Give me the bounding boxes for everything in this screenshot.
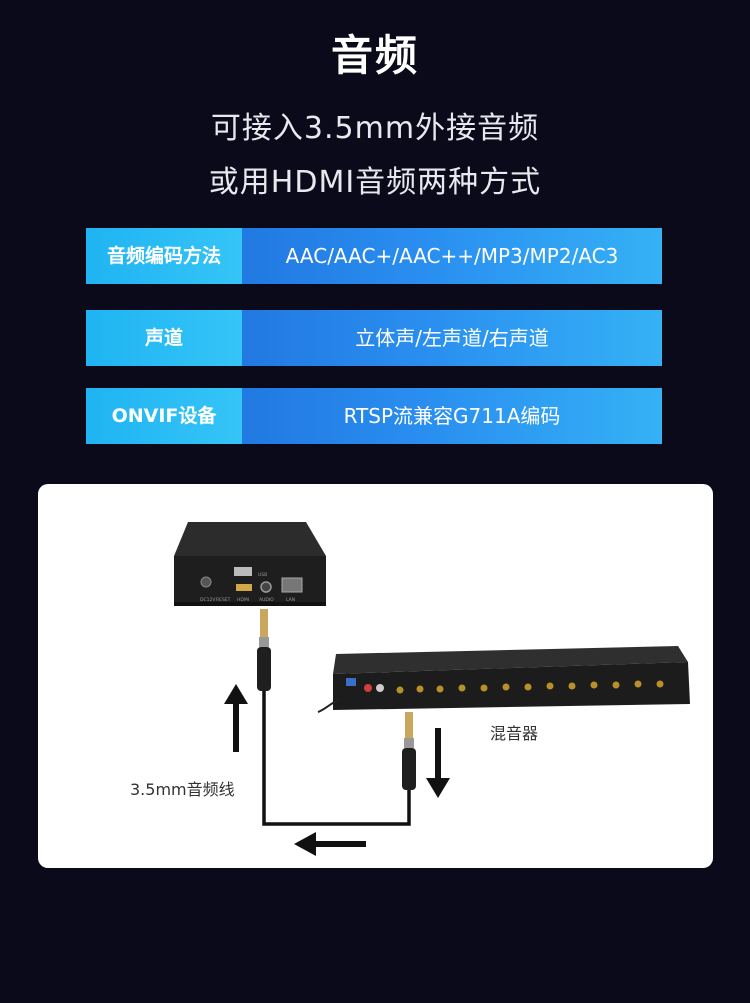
page-title: 音频	[330, 31, 419, 80]
audio-plug-bottom	[402, 712, 416, 790]
spec-value: 立体声/左声道/右声道	[355, 326, 549, 350]
port-label: HDMI	[237, 597, 249, 603]
mixer-label: 混音器	[490, 724, 539, 743]
port-label: USB	[258, 572, 267, 578]
up-arrow-icon	[224, 684, 248, 752]
port-label: RESET	[216, 597, 231, 603]
subtitle-line-2: 或用HDMI音频两种方式	[208, 165, 542, 200]
audio-cable	[262, 691, 411, 826]
port-label: LAN	[286, 597, 295, 603]
spec-label: ONVIF设备	[86, 388, 242, 444]
connection-diagram-panel: DC12V RESET HDMI AUDIO LAN USB	[38, 484, 713, 868]
spec-label: 声道	[86, 310, 242, 366]
connection-diagram: DC12V RESET HDMI AUDIO LAN USB	[174, 522, 690, 856]
port-label: AUDIO	[259, 597, 274, 603]
left-arrow-icon	[294, 832, 366, 856]
cable-label: 3.5mm音频线	[130, 780, 235, 799]
spec-label: 音频编码方法	[86, 228, 242, 284]
subtitle-line-1: 可接入3.5mm外接音频	[210, 111, 540, 146]
encoder-device: DC12V RESET HDMI AUDIO LAN USB	[174, 522, 326, 606]
audio-plug-top	[257, 609, 271, 691]
down-arrow-icon	[426, 728, 450, 798]
spec-row-onvif: ONVIF设备 RTSP流兼容G711A编码	[86, 388, 662, 444]
spec-row-channel: 声道 立体声/左声道/右声道	[86, 310, 662, 366]
spec-row-audio-codec: 音频编码方法 AAC/AAC+/AAC++/MP3/MP2/AC3	[86, 228, 662, 284]
port-label: DC12V	[200, 597, 216, 603]
spec-value: RTSP流兼容G711A编码	[343, 404, 561, 428]
spec-value: AAC/AAC+/AAC++/MP3/MP2/AC3	[285, 244, 619, 268]
mixer-device	[317, 646, 690, 713]
